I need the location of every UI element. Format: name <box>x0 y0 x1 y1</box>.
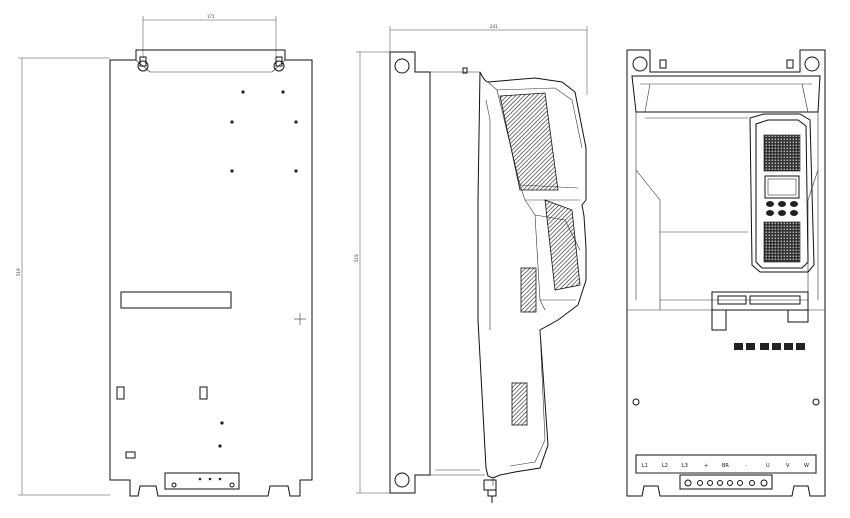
side-vent-2 <box>511 382 528 426</box>
terminal-minus: - <box>745 463 747 469</box>
depth-dim: 241 <box>490 24 498 29</box>
gland-plate <box>679 474 773 490</box>
side-vent-1 <box>520 267 537 313</box>
front-body <box>626 49 826 497</box>
height-dim-rear: 519 <box>16 268 21 276</box>
housing-profile <box>477 71 587 479</box>
terminal-w: W <box>804 463 809 469</box>
bottom-grille <box>763 221 801 263</box>
rear-view: 171 519 <box>16 14 313 497</box>
terminal-v: V <box>786 463 790 469</box>
height-dim-side: 519 <box>354 254 359 262</box>
label-plate <box>120 291 232 309</box>
display-screen <box>764 175 800 199</box>
mounting-plate <box>389 51 431 494</box>
rear-body <box>109 49 313 497</box>
terminal-l1: L1 <box>642 463 648 469</box>
side-view: 241 519 <box>354 24 588 503</box>
terminal-l3: L3 <box>682 463 688 469</box>
keyhole-slot-left <box>137 56 149 72</box>
top-grille <box>763 134 801 172</box>
signal-terminals <box>734 343 805 350</box>
terminal-l2: L2 <box>662 463 668 469</box>
keyhole-slot-right <box>273 56 285 72</box>
keypad-buttons <box>766 201 798 216</box>
top-width-dim: 171 <box>207 14 215 19</box>
bottom-bracket <box>164 472 240 490</box>
keypad-module <box>749 113 815 273</box>
front-view: L1 L2 L3 + BR - U V W <box>626 49 826 497</box>
terminal-plus: + <box>704 463 708 469</box>
cable-connector <box>483 479 497 503</box>
mid-vent <box>544 199 581 291</box>
terminal-labels: L1 L2 L3 + BR - U V W <box>642 463 809 469</box>
terminal-u: U <box>766 463 770 469</box>
terminal-br: BR <box>722 463 729 469</box>
control-connector <box>711 291 809 331</box>
top-vent <box>499 92 559 191</box>
